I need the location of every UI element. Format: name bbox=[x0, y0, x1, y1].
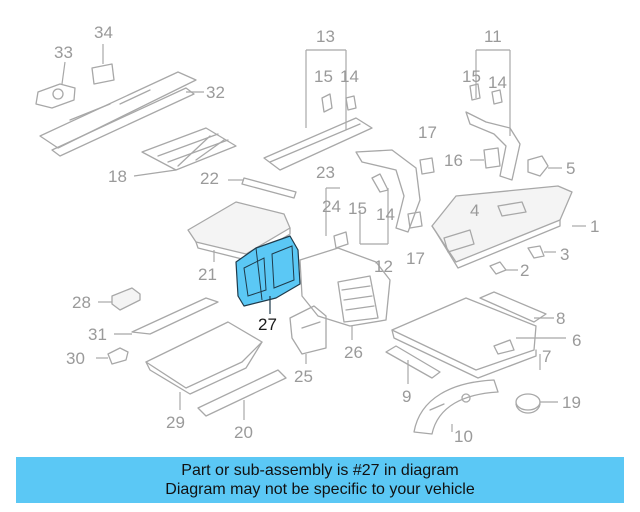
callout-12: 12 bbox=[374, 257, 393, 276]
part-17-clip-lower bbox=[407, 211, 423, 229]
part-17-clip-upper bbox=[419, 157, 435, 175]
callout-31: 31 bbox=[88, 325, 107, 344]
part-34-module bbox=[91, 44, 115, 85]
part-1-rear-trim bbox=[431, 185, 586, 269]
callout-18: 18 bbox=[108, 167, 127, 186]
part-2-clip bbox=[489, 261, 518, 275]
callout-10: 10 bbox=[454, 427, 473, 446]
part-8-trim-strip bbox=[479, 291, 554, 323]
banner-line-2: Diagram may not be specific to your vehi… bbox=[165, 481, 475, 498]
callout-6: 6 bbox=[572, 331, 581, 350]
part-25-bracket bbox=[289, 305, 327, 364]
part-3-clip bbox=[527, 245, 556, 259]
part-29-floor-carpet bbox=[145, 321, 263, 410]
part-11-pillar-trim bbox=[465, 49, 521, 181]
part-27-highlighted-panel bbox=[235, 235, 301, 314]
callout-23: 23 bbox=[316, 163, 335, 182]
callout-21: 21 bbox=[198, 265, 217, 284]
part-5-cover bbox=[527, 155, 562, 177]
part-22-trim-strip bbox=[228, 177, 297, 199]
part-10-wheelhouse bbox=[413, 379, 499, 435]
part-26-side-trim bbox=[299, 247, 391, 340]
part-20-sill-trim bbox=[197, 369, 287, 420]
part-16-clip bbox=[470, 147, 501, 169]
callout-2: 2 bbox=[520, 261, 529, 280]
callout-17b: 17 bbox=[406, 249, 425, 268]
part-18-luggage-net bbox=[133, 127, 237, 177]
callout-34: 34 bbox=[94, 23, 113, 42]
part-12-quarter-trim bbox=[355, 149, 421, 245]
callout-25: 25 bbox=[294, 367, 313, 386]
callout-7: 7 bbox=[542, 347, 551, 366]
callout-14c: 14 bbox=[376, 205, 395, 224]
callout-30: 30 bbox=[66, 349, 85, 368]
part-13-sill-plate bbox=[263, 49, 373, 171]
callout-8: 8 bbox=[556, 309, 565, 328]
callout-19: 19 bbox=[562, 393, 581, 412]
part-30-clip bbox=[96, 347, 129, 365]
callout-14b: 14 bbox=[488, 73, 507, 92]
part-9-scuff-plate bbox=[385, 345, 441, 384]
parts-diagram: 34 33 32 18 22 21 27 28 31 30 29 20 25 2… bbox=[35, 23, 599, 446]
info-banner: Part or sub-assembly is #27 in diagram D… bbox=[16, 457, 624, 503]
callout-3: 3 bbox=[560, 245, 569, 264]
part-33-module bbox=[35, 61, 76, 109]
banner-line-1: Part or sub-assembly is #27 in diagram bbox=[181, 462, 459, 479]
part-19-knob bbox=[515, 393, 558, 414]
callout-26: 26 bbox=[344, 343, 363, 362]
callout-5: 5 bbox=[566, 159, 575, 178]
callout-11: 11 bbox=[484, 27, 502, 46]
callout-4: 4 bbox=[470, 201, 479, 220]
callout-13: 13 bbox=[316, 27, 335, 46]
callout-15c: 15 bbox=[348, 199, 367, 218]
callout-1: 1 bbox=[590, 217, 599, 236]
callout-14a: 14 bbox=[340, 67, 359, 86]
callout-15b: 15 bbox=[462, 67, 481, 86]
callout-28: 28 bbox=[72, 293, 91, 312]
callout-24: 24 bbox=[322, 197, 341, 216]
callout-9: 9 bbox=[402, 387, 411, 406]
callout-32: 32 bbox=[206, 83, 225, 102]
callout-16: 16 bbox=[444, 151, 463, 170]
part-32-cargo-cover bbox=[39, 71, 204, 157]
part-6-cargo-floor bbox=[391, 297, 566, 379]
callout-22: 22 bbox=[200, 169, 219, 188]
callout-17a: 17 bbox=[418, 123, 437, 142]
callout-20: 20 bbox=[234, 423, 253, 442]
part-31-mat bbox=[114, 297, 219, 335]
callout-15a: 15 bbox=[314, 67, 333, 86]
part-23-24-fasteners bbox=[325, 187, 349, 249]
part-28-block bbox=[98, 287, 141, 311]
callout-33: 33 bbox=[54, 43, 73, 62]
callout-29: 29 bbox=[166, 413, 185, 432]
callout-27: 27 bbox=[258, 315, 277, 334]
